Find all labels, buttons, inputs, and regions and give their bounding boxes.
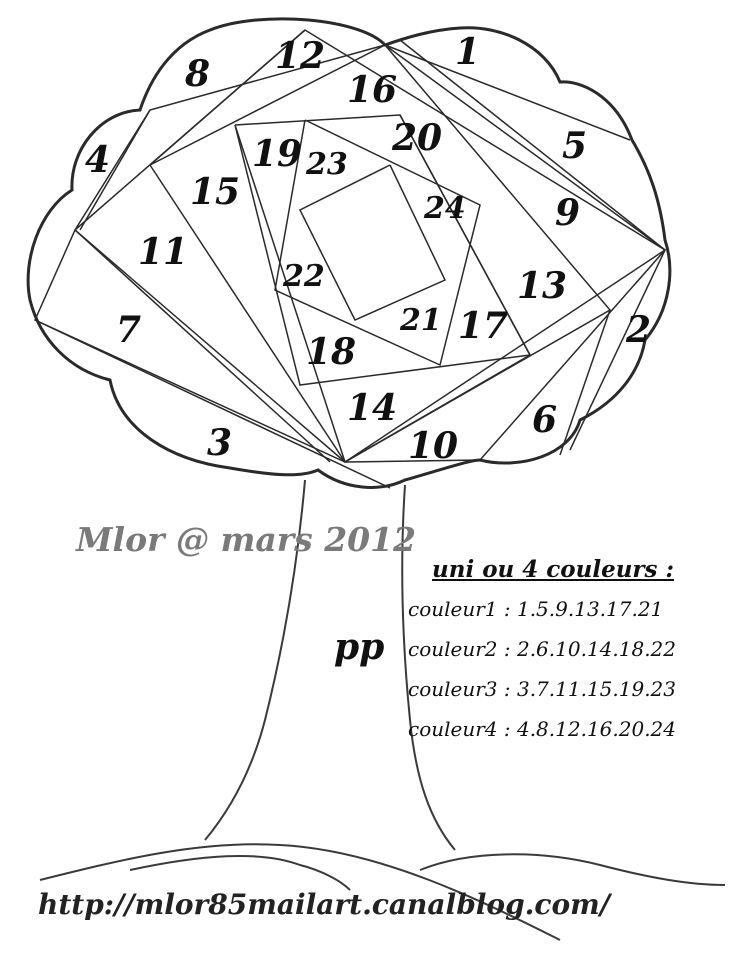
spiral-connector [74,229,331,463]
ground-line-1 [39,843,561,941]
region-number: 22 [283,259,325,294]
spiral-connector [399,114,531,356]
region-number: 6 [532,399,558,441]
legend-title: uni ou 4 couleurs : [432,556,674,583]
signature: pp [334,626,385,668]
region-number: 9 [555,192,581,234]
region-number: 5 [562,125,588,167]
region-number: 15 [190,171,241,213]
region-number: 12 [275,35,326,77]
tree-trunk-left [204,479,306,841]
region-number: 4 [85,139,111,181]
spiral-connector [149,29,306,166]
region-number: 21 [400,303,442,338]
spiral-connector [399,39,666,251]
ground-line-3 [419,853,726,886]
spiral-connector [234,124,346,463]
spiral-connector [344,354,531,463]
region-number: 23 [306,147,348,182]
region-number: 20 [392,117,443,159]
region-number: 14 [347,387,398,429]
region-number: 10 [408,425,459,467]
region-number: 3 [207,422,233,464]
region-number: 19 [252,133,303,175]
spiral-connector [79,109,151,231]
legend-row: couleur4 : 4.8.12.16.20.24 [408,717,677,741]
legend-row: couleur3 : 3.7.11.15.19.23 [408,677,677,701]
region-number: 7 [116,309,142,351]
region-number: 2 [626,309,652,351]
author-credit: Mlor @ mars 2012 [76,520,417,559]
region-number: 13 [517,265,568,307]
region-number: 17 [458,305,509,347]
spiral-connector [559,309,611,456]
region-number: 1 [455,31,481,73]
tree-trunk-right [401,484,456,851]
region-number: 8 [185,53,211,95]
spiral-frame-6 [298,164,447,321]
region-number: 16 [347,69,398,111]
blog-url: http://mlor85mailart.canalblog.com/ [38,888,610,921]
spiral-connector [569,249,666,451]
spiral-connector [34,319,391,489]
spiral-frame-5 [274,119,481,367]
tree-crown-outline [26,17,672,489]
region-number: 24 [424,191,466,226]
spiral-lines [34,29,667,489]
region-number: 11 [138,231,189,273]
legend-row: couleur1 : 1.5.9.13.17.21 [408,597,664,621]
region-number: 18 [306,331,357,373]
ground-line-2 [129,854,351,891]
legend-row: couleur2 : 2.6.10.14.18.22 [408,637,677,661]
color-legend: uni ou 4 couleurs : couleur1 : 1.5.9.13.… [408,556,734,757]
